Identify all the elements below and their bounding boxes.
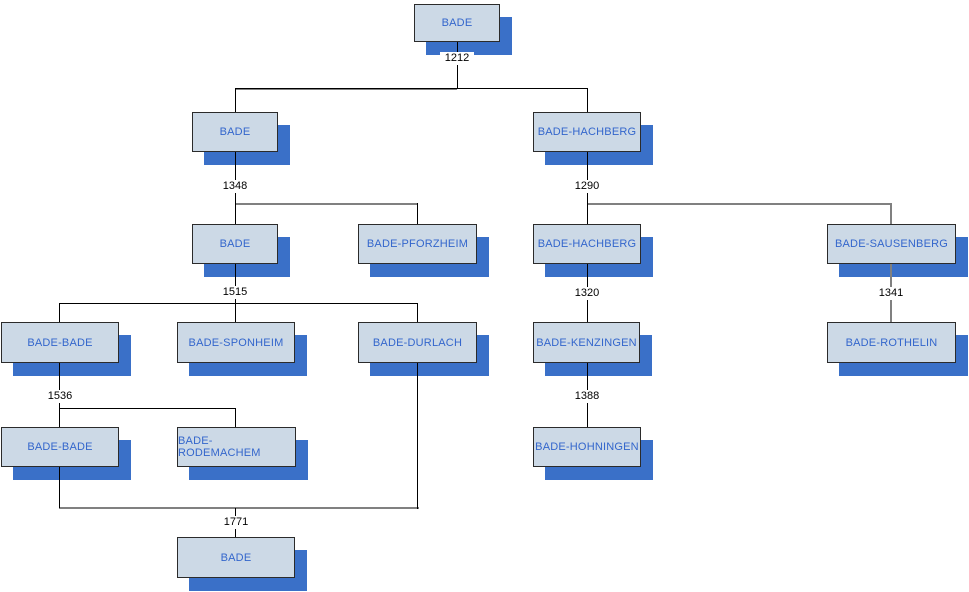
node-box[interactable]: BADE [192,112,278,152]
year-label: 1290 [570,180,604,193]
node-label: BADE-RODEMACHEM [178,435,261,459]
tree-node-bade-durlach: BADE-DURLACH [358,322,489,376]
tree-node-bade-pforzheim: BADE-PFORZHEIM [358,224,489,277]
connector-line [59,303,418,304]
connector-line [417,363,418,509]
year-label: 1536 [43,390,77,403]
node-label: BADE [441,17,473,29]
connector-line [235,88,457,90]
node-label: BADE-BADE [27,336,93,349]
node-box[interactable]: BADE-PFORZHEIM [358,224,477,264]
tree-node-bade-rothelin: BADE-ROTHELIN [827,322,968,376]
node-label: BADE-BADE [27,441,93,453]
tree-node-bade-sponheim: BADE-SPONHEIM [177,322,307,376]
connector-line [235,408,236,427]
node-label: BADE-KENZINGEN [536,336,637,349]
connector-line [235,264,236,303]
tree-node-bade-hohningen: BADE-HOHNINGEN [533,427,653,480]
node-box[interactable]: BADE-HACHBERG [533,224,641,264]
node-label: BADE-HACHBERG [537,238,637,250]
connector-line [587,88,588,112]
node-box[interactable]: BADE [192,224,278,264]
year-label: 1212 [440,52,474,65]
connector-line [59,467,60,508]
connector-line [235,88,588,89]
connector-line [417,203,418,224]
connector-line [417,303,418,322]
connector-line [235,303,236,322]
node-box[interactable]: BADE-BADE [1,322,119,363]
year-label: 1771 [219,516,253,529]
tree-node-bade-gen2: BADE [192,112,290,165]
connector-line [890,203,892,224]
tree-node-bade-hachberg-gen3: BADE-HACHBERG [533,224,653,277]
tree-node-bade-sausenberg: BADE-SAUSENBERG [827,224,968,277]
node-box[interactable]: BADE-DURLACH [358,322,477,363]
year-label: 1341 [874,287,908,300]
node-box[interactable]: BADE-SAUSENBERG [827,224,956,264]
tree-node-bade-root: BADE [414,4,512,55]
year-label: 1320 [570,287,604,300]
tree-node-bade-bade-gen5: BADE-BADE [1,427,131,480]
node-box[interactable]: BADE-HOHNINGEN [533,427,641,467]
node-box[interactable]: BADE [177,537,295,578]
node-label: BADE-ROTHELIN [845,336,938,349]
connector-line [587,203,891,205]
tree-node-bade-gen6: BADE [177,537,307,591]
tree-node-bade-hachberg-gen2: BADE-HACHBERG [533,112,653,165]
node-label: BADE [220,551,252,564]
node-box[interactable]: BADE-KENZINGEN [533,322,640,363]
connector-line [59,303,60,322]
node-label: BADE [219,238,251,250]
connector-line [457,42,458,88]
node-label: BADE-DURLACH [372,336,463,349]
node-box[interactable]: BADE-RODEMACHEM [177,427,296,467]
tree-node-bade-gen3: BADE [192,224,290,277]
tree-node-bade-rodemachem: BADE-RODEMACHEM [177,427,308,480]
node-label: BADE-HOHNINGEN [535,441,639,453]
connector-line [59,408,236,409]
tree-node-bade-bade-gen4: BADE-BADE [1,322,131,376]
node-label: BADE-SAUSENBERG [834,238,949,250]
connector-line [235,88,236,112]
year-label: 1388 [570,390,604,403]
year-label: 1515 [218,286,252,299]
tree-node-bade-kenzingen: BADE-KENZINGEN [533,322,652,376]
year-label: 1348 [218,180,252,193]
connector-line [59,507,419,509]
node-label: BADE-HACHBERG [537,126,637,138]
connector-line [235,203,418,205]
node-label: BADE-SPONHEIM [188,336,284,349]
node-label: BADE-PFORZHEIM [366,238,469,250]
node-box[interactable]: BADE [414,4,500,42]
node-box[interactable]: BADE-HACHBERG [533,112,641,152]
node-box[interactable]: BADE-ROTHELIN [827,322,956,363]
node-label: BADE [219,126,251,138]
node-box[interactable]: BADE-SPONHEIM [177,322,295,363]
node-box[interactable]: BADE-BADE [1,427,119,467]
